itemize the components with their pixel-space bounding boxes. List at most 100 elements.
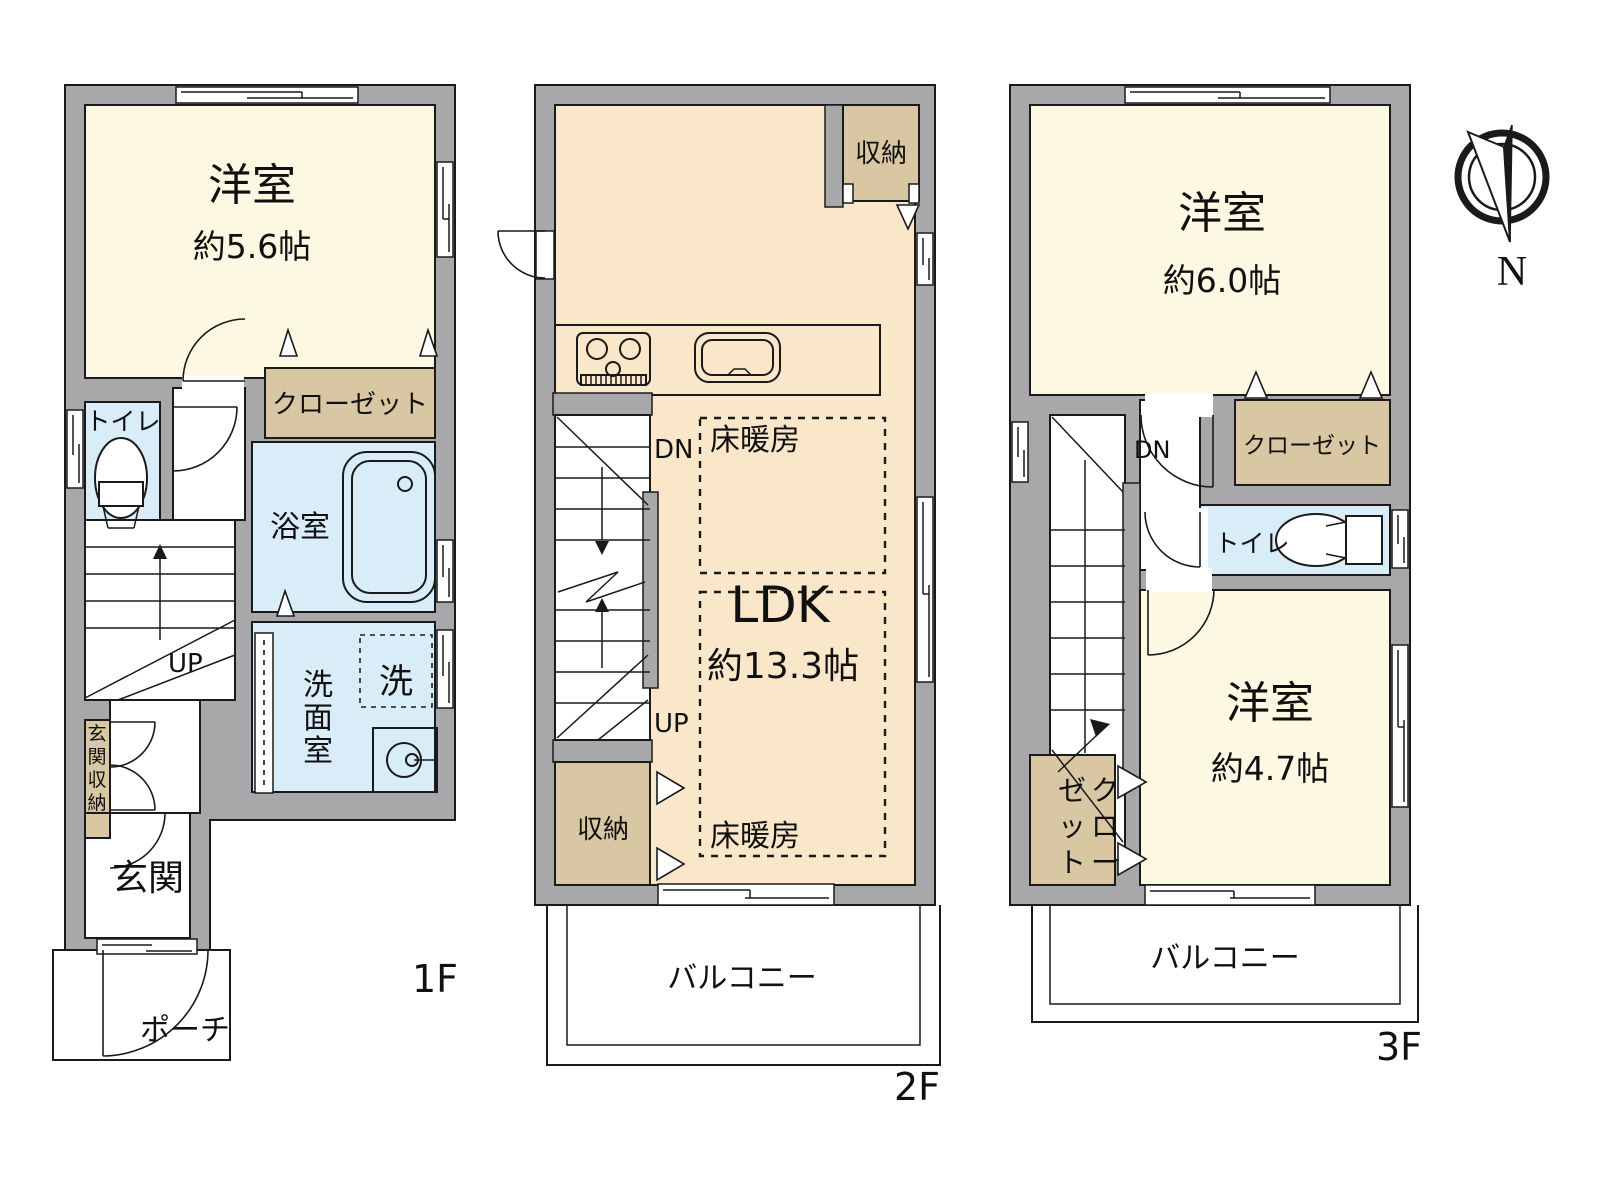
room-label: トイレ xyxy=(85,407,160,436)
door-jamb xyxy=(908,183,920,204)
floor-plan-2f: 収納 DN UP 床暖房 LDK 約13.3帖 床暖房 収納 バルコニー 2F xyxy=(497,84,941,1109)
balcony-outline-3f xyxy=(1031,905,1419,1023)
compass-icon: N xyxy=(1454,124,1550,295)
wall-segment xyxy=(824,104,844,208)
stair-arrow-down-icon xyxy=(595,541,609,555)
room-label: 玄関収納 xyxy=(87,723,106,814)
window-icon xyxy=(436,161,454,258)
room-label: 収納 xyxy=(855,139,907,169)
floor-heating-label: 床暖房 xyxy=(710,819,800,854)
room-label: クローゼット xyxy=(1243,433,1381,459)
stair-arrow-up-icon xyxy=(595,598,609,612)
room-size-label: 約13.3帖 xyxy=(707,646,859,687)
toilet-icon xyxy=(1275,513,1383,567)
door-direction-triangle xyxy=(656,846,686,882)
room-label: 洋室 xyxy=(208,160,296,211)
floor-plan-3f: 洋室 約6.0帖 クローゼット トイレ DN 洋室 約4.7帖 クローゼット バ… xyxy=(1009,84,1422,1069)
room-label: 収納 xyxy=(577,815,629,845)
window-icon xyxy=(175,86,359,104)
floor-label-1f: 1F xyxy=(412,957,458,1001)
balcony-sliding-door-icon xyxy=(1144,884,1316,906)
balcony-inner-line-2f xyxy=(566,905,921,1046)
room-label: 洋室 xyxy=(1178,188,1266,239)
window-icon xyxy=(66,409,84,489)
room-label: 洋室 xyxy=(1226,678,1314,729)
door-direction-triangle xyxy=(1117,764,1148,800)
room-porch-1f xyxy=(52,949,231,1061)
room-label: 洗 xyxy=(379,662,413,702)
room-size-label: 約6.0帖 xyxy=(1163,261,1281,300)
window-icon xyxy=(436,539,454,603)
stairs-down-label: DN xyxy=(1134,436,1170,464)
door-swing-arc xyxy=(1140,414,1214,488)
entrance-storage-lower-box-1f xyxy=(84,812,111,839)
room-label: 浴室 xyxy=(270,510,330,545)
compass-north-label: N xyxy=(1497,249,1527,295)
door-opening xyxy=(535,230,555,280)
stair-treads-3f xyxy=(1050,416,1125,843)
laundry-space-dashed-box xyxy=(359,634,433,708)
door-swing-arc xyxy=(172,406,238,472)
room-label: クローゼット xyxy=(272,390,428,420)
room-label: 玄関 xyxy=(112,858,184,899)
stair-arrow-up-icon xyxy=(153,544,167,559)
hallway-3f xyxy=(1139,399,1201,571)
stair-handrail-wall xyxy=(642,491,659,689)
door-opening xyxy=(182,376,244,390)
corridor-1f xyxy=(172,387,246,521)
room-label: 洗面室 xyxy=(303,668,333,769)
floor-label-3f: 3F xyxy=(1376,1025,1422,1069)
floor-heating-label: 床暖房 xyxy=(710,423,800,458)
room-size-label: 約5.6帖 xyxy=(193,227,311,266)
stair-handrail-wall xyxy=(1122,482,1141,779)
room-bedroom-large-3f xyxy=(1029,104,1391,396)
door-direction-triangle xyxy=(1358,369,1384,399)
washing-machine-icon xyxy=(372,727,438,793)
window-icon xyxy=(916,496,934,683)
room-label: LDK xyxy=(730,576,830,634)
window-icon xyxy=(1124,86,1331,104)
window-icon xyxy=(436,629,454,709)
hallway-1f xyxy=(109,699,201,814)
room-label: クローゼット xyxy=(1058,774,1119,879)
window-icon xyxy=(916,232,934,286)
stair-arrow-down-icon xyxy=(1090,719,1110,737)
room-bedroom-small-3f xyxy=(1139,589,1391,886)
room-storage-top-2f xyxy=(842,104,920,202)
stairs-down-label: DN xyxy=(654,435,693,465)
room-label: ポーチ xyxy=(140,1013,230,1048)
door-swing-arc xyxy=(182,318,246,382)
door-direction-triangle xyxy=(895,204,921,231)
porch-door-swing-arc xyxy=(102,949,209,1057)
window-glazing-lines-1f xyxy=(72,91,450,952)
floor-label-2f: 2F xyxy=(894,1065,940,1109)
door-opening xyxy=(1145,393,1213,417)
door-direction-triangle xyxy=(1117,841,1148,877)
room-label: バルコニー xyxy=(667,961,816,996)
floor-plan-1f: 洋室 約5.6帖 トイレ クローゼット 浴室 洗面室 洗 UP 玄関収納 玄関 … xyxy=(52,84,458,1061)
wall-segment xyxy=(552,739,653,763)
window-icon xyxy=(1391,644,1409,808)
door-direction-triangle xyxy=(656,770,686,806)
window-glazing-lines-3f xyxy=(1017,91,1405,899)
door-swing-arc xyxy=(1147,588,1215,656)
floor-heating-zone xyxy=(698,416,887,575)
door-direction-triangle xyxy=(278,327,299,357)
door-swing-arc xyxy=(1144,511,1201,568)
room-closet-top-3f xyxy=(1234,399,1391,486)
balcony-outline-2f xyxy=(546,905,941,1066)
room-bedroom-1f xyxy=(84,104,436,379)
room-label: トイレ xyxy=(1214,529,1289,558)
balcony-sliding-door-icon xyxy=(657,883,835,906)
window-glazing-lines-2f xyxy=(663,238,930,899)
door-opening xyxy=(1194,508,1208,570)
stair-arrow-line xyxy=(1057,733,1099,773)
room-size-label: 約4.7帖 xyxy=(1211,749,1329,788)
balcony-inner-line-3f xyxy=(1049,905,1401,1005)
room-washroom-1f xyxy=(251,621,436,793)
door-direction-triangle xyxy=(1243,369,1269,399)
room-storage-bottom-2f xyxy=(554,761,651,886)
door-opening xyxy=(1146,568,1212,592)
